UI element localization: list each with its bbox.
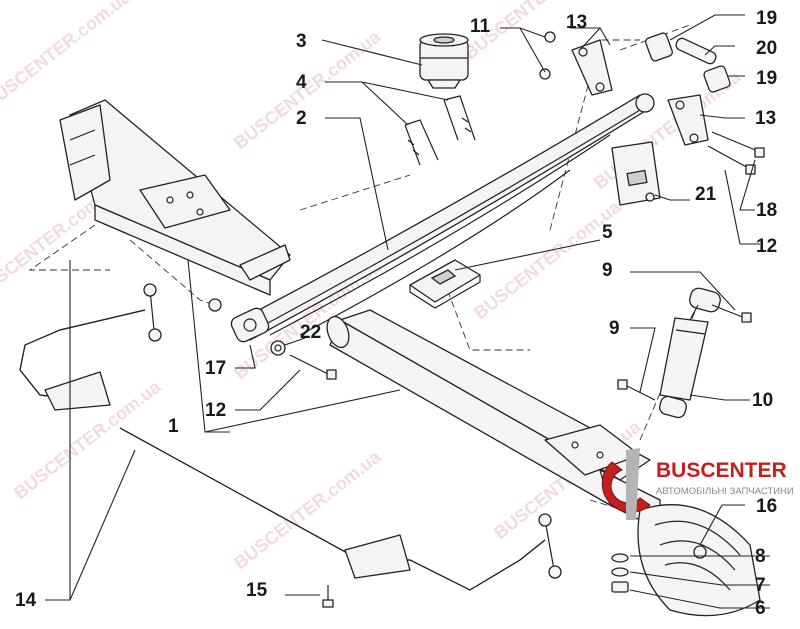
watermark: BUSCENTER.com.ua — [0, 0, 135, 113]
callout-8: 8 — [755, 546, 766, 567]
callout-20: 20 — [756, 38, 777, 59]
callout-22: 22 — [300, 322, 321, 343]
callout-13a: 13 — [566, 12, 587, 33]
brake-drum — [637, 504, 761, 617]
logo-emblem-icon — [601, 461, 651, 513]
spring-seat-plate — [409, 259, 481, 309]
callout-14: 14 — [15, 590, 37, 611]
callout-labels: 1 2 3 4 5 6 7 8 9 9 10 11 12 12 13 13 14… — [15, 8, 777, 619]
callout-7: 7 — [755, 575, 766, 596]
callout-17: 17 — [205, 358, 226, 379]
shackle-bolts — [707, 131, 765, 175]
callout-4: 4 — [296, 72, 307, 93]
callout-19b: 19 — [756, 68, 777, 89]
logo-accent-icon — [626, 448, 640, 520]
callout-6: 6 — [755, 598, 766, 619]
leader-lines — [45, 14, 770, 609]
logo-brand-text: BUSCENTER — [656, 459, 787, 482]
callout-13b: 13 — [755, 108, 776, 129]
bump-stop — [419, 33, 469, 89]
callout-15: 15 — [246, 580, 268, 601]
callout-12b: 12 — [756, 236, 777, 257]
shackle-assembly — [539, 31, 731, 146]
callout-3: 3 — [296, 31, 307, 52]
small-fasteners — [208, 298, 707, 608]
callout-5: 5 — [602, 222, 613, 243]
callout-11: 11 — [470, 16, 491, 37]
callout-2: 2 — [296, 108, 307, 129]
chassis-frame-rail — [59, 99, 291, 296]
anti-roll-bar — [19, 283, 562, 591]
callout-12a: 12 — [205, 400, 226, 421]
callout-16: 16 — [756, 496, 777, 517]
callout-21: 21 — [695, 184, 717, 205]
watermark: BUSCENTER.com.ua — [230, 26, 385, 153]
logo-tagline-text: АВТОМОБІЛЬНІ ЗАПЧАСТИНИ — [656, 486, 794, 497]
callout-19a: 19 — [756, 8, 777, 29]
callout-1: 1 — [168, 416, 179, 437]
callout-10: 10 — [752, 390, 773, 411]
leaf-spring — [230, 93, 655, 343]
fastener-kit — [611, 141, 661, 206]
callout-9b: 9 — [609, 318, 620, 339]
shock-absorber — [659, 287, 721, 419]
shock-bolts — [617, 304, 752, 401]
u-bolts — [404, 95, 476, 166]
buscenter-logo: BUSCENTER АВТОМОБІЛЬНІ ЗАПЧАСТИНИ — [601, 448, 794, 520]
callout-9a: 9 — [602, 260, 613, 281]
callout-18: 18 — [756, 200, 777, 221]
